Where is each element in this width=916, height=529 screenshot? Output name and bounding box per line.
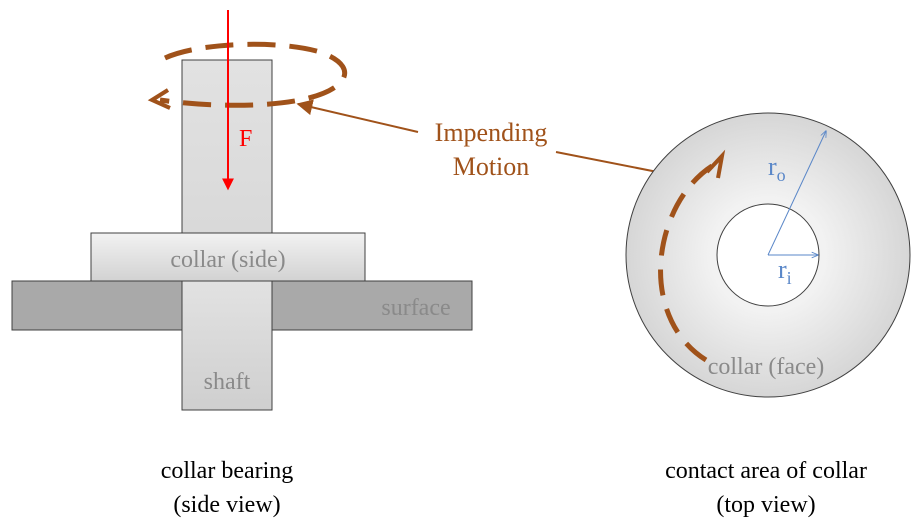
impending-motion-annotation: Impending Motion bbox=[296, 99, 700, 186]
side-view: F collar (side) surface shaft collar bea… bbox=[11, 10, 473, 518]
collar-side bbox=[90, 232, 366, 282]
pointer-arrow-left bbox=[296, 99, 419, 133]
outer-radius-arrow bbox=[767, 131, 826, 256]
top-view: ro ri collar (face) contact area of coll… bbox=[625, 112, 911, 518]
force-label: F bbox=[239, 126, 252, 152]
face-rotation-arrowhead bbox=[705, 149, 726, 179]
surface-label: surface bbox=[381, 295, 450, 321]
annotation-line2: Motion bbox=[453, 152, 530, 181]
shaft-label: shaft bbox=[204, 369, 251, 395]
annotation-line1: Impending bbox=[435, 118, 548, 147]
collar-side-label: collar (side) bbox=[170, 247, 285, 273]
collar-face-label: collar (face) bbox=[708, 354, 825, 380]
side-caption-line1: collar bearing bbox=[161, 458, 294, 484]
rotation-arrowhead bbox=[147, 88, 171, 110]
inner-radius-label: ri bbox=[778, 255, 792, 288]
side-caption-line2: (side view) bbox=[173, 492, 280, 518]
top-caption-line1: contact area of collar bbox=[665, 458, 867, 484]
top-caption-line2: (top view) bbox=[716, 492, 815, 518]
outer-radius-label: ro bbox=[768, 152, 786, 185]
face-rotation-path bbox=[658, 163, 714, 363]
rotation-path bbox=[159, 41, 347, 108]
